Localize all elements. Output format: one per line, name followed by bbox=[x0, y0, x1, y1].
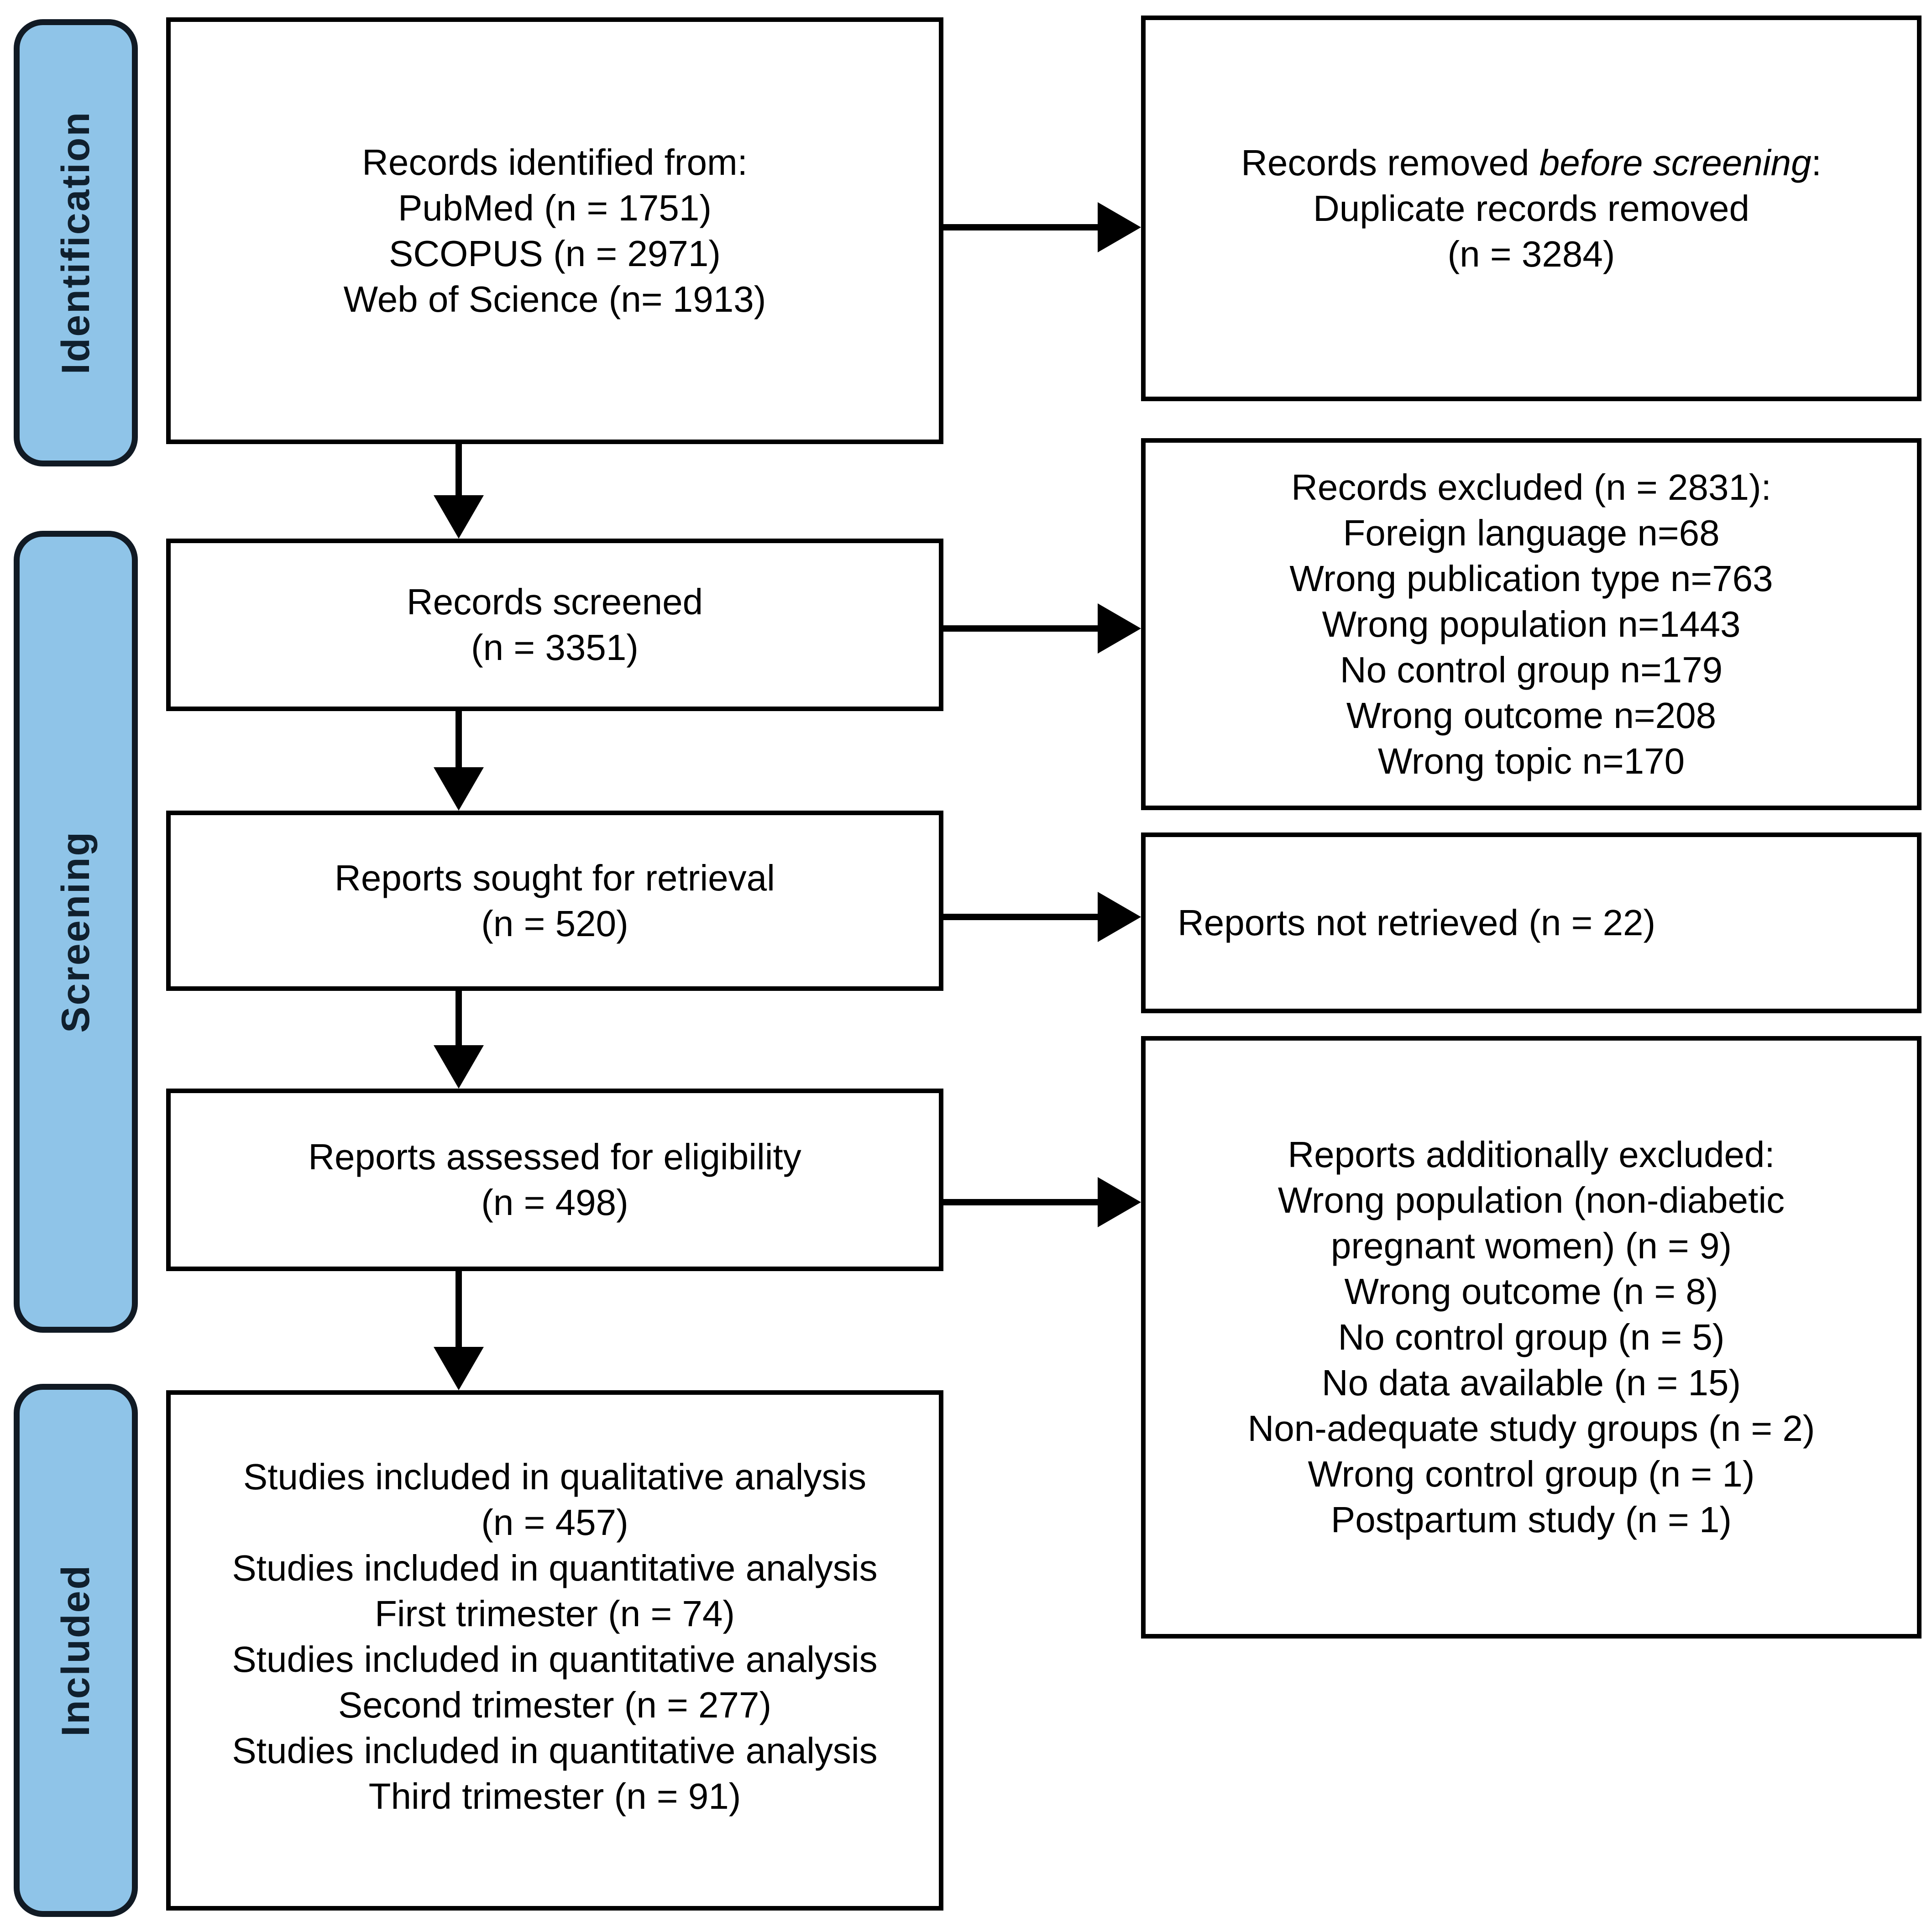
text-line: Records identified from: bbox=[362, 141, 748, 183]
stage-bar-identification: Identification bbox=[14, 19, 138, 466]
box-records-identified-text: Records identified from:PubMed (n = 1751… bbox=[171, 140, 939, 322]
arrow-head-right-icon bbox=[1098, 1177, 1141, 1227]
arrow-head-down-icon bbox=[434, 767, 484, 811]
arrow-identified-to-screened bbox=[434, 444, 484, 539]
arrow-screened-to-sought bbox=[434, 711, 484, 811]
text-line: Foreign language n=68 bbox=[1343, 512, 1720, 553]
box-records-removed-text: Duplicate records removed(n = 3284) bbox=[1146, 186, 1917, 277]
box-reports-additionally-excluded: Reports additionally excluded: Wrong popu… bbox=[1141, 1036, 1922, 1639]
records-removed-title-prefix: Records removed bbox=[1241, 142, 1539, 183]
box-reports-assessed: Reports assessed for eligibility (n = 498… bbox=[166, 1089, 943, 1271]
text-line: Second trimester (n = 277) bbox=[338, 1685, 772, 1725]
stage-bar-included: Included bbox=[14, 1384, 138, 1917]
arrow-shaft bbox=[943, 625, 1098, 632]
arrow-sought-to-assessed bbox=[434, 991, 484, 1089]
text-line: Wrong publication type n=763 bbox=[1289, 558, 1773, 599]
arrow-shaft bbox=[456, 1271, 462, 1347]
text-line: Reports sought for retrieval bbox=[335, 857, 775, 898]
box-records-removed-title: Records removed before screening: bbox=[1146, 140, 1917, 186]
arrow-head-right-icon bbox=[1098, 892, 1141, 942]
box-records-screened: Records screened (n = 3351) bbox=[166, 539, 943, 711]
box-reports-not-retrieved-text: Reports not retrieved (n = 22) bbox=[1178, 900, 1917, 946]
box-records-removed: Records removed before screening: Duplic… bbox=[1141, 16, 1922, 401]
text-line: Reports assessed for eligibility bbox=[308, 1136, 801, 1177]
text-line: (n = 457) bbox=[481, 1502, 628, 1543]
arrow-sought-to-not-retrieved bbox=[943, 892, 1141, 942]
arrow-identified-to-removed bbox=[943, 202, 1141, 252]
box-reports-sought-text: Reports sought for retrieval (n = 520) bbox=[171, 855, 939, 947]
text-line: Postpartum study (n = 1) bbox=[1330, 1499, 1732, 1540]
arrow-shaft bbox=[943, 914, 1098, 920]
text-line: Non-adequate study groups (n = 2) bbox=[1247, 1408, 1815, 1449]
arrow-head-down-icon bbox=[434, 1045, 484, 1089]
text-line: Third trimester (n = 91) bbox=[368, 1776, 741, 1817]
text-line: SCOPUS (n = 2971) bbox=[389, 233, 721, 274]
arrow-shaft bbox=[456, 991, 462, 1045]
text-line: Wrong population n=1443 bbox=[1322, 603, 1741, 644]
arrow-head-right-icon bbox=[1098, 603, 1141, 654]
text-line: Wrong population (non-diabetic bbox=[1278, 1180, 1785, 1220]
box-records-screened-text: Records screened (n = 3351) bbox=[171, 579, 939, 670]
text-line: Reports additionally excluded: bbox=[1288, 1134, 1775, 1175]
arrow-shaft bbox=[456, 444, 462, 495]
box-records-excluded: Records excluded (n = 2831):Foreign lang… bbox=[1141, 438, 1922, 810]
box-studies-included: Studies included in qualitative analysis… bbox=[166, 1390, 943, 1911]
text-line: Reports not retrieved (n = 22) bbox=[1178, 902, 1656, 943]
text-line: Wrong outcome (n = 8) bbox=[1344, 1271, 1718, 1312]
text-line: Records screened bbox=[406, 581, 703, 622]
text-line: Duplicate records removed bbox=[1313, 188, 1749, 229]
stage-label-screening: Screening bbox=[53, 831, 98, 1033]
box-records-excluded-text: Records excluded (n = 2831):Foreign lang… bbox=[1146, 465, 1917, 784]
text-line: No data available (n = 15) bbox=[1321, 1362, 1741, 1403]
text-line: First trimester (n = 74) bbox=[374, 1593, 735, 1634]
arrow-shaft bbox=[456, 711, 462, 767]
text-line: PubMed (n = 1751) bbox=[398, 187, 712, 228]
stage-bar-screening: Screening bbox=[14, 531, 138, 1333]
text-line: Records excluded (n = 2831): bbox=[1291, 466, 1771, 508]
stage-label-included: Included bbox=[53, 1564, 98, 1737]
text-line: Wrong control group (n = 1) bbox=[1308, 1454, 1755, 1494]
box-reports-assessed-text: Reports assessed for eligibility (n = 498… bbox=[171, 1134, 939, 1225]
text-line: Studies included in quantitative analysi… bbox=[232, 1639, 878, 1680]
arrow-shaft bbox=[943, 224, 1098, 230]
text-line: pregnant women) (n = 9) bbox=[1330, 1225, 1732, 1266]
text-line: Web of Science (n= 1913) bbox=[343, 278, 766, 319]
text-line: (n = 498) bbox=[481, 1182, 628, 1223]
records-removed-title-italic: before screening bbox=[1539, 142, 1812, 183]
text-line: Wrong topic n=170 bbox=[1377, 740, 1685, 781]
text-line: (n = 520) bbox=[481, 903, 628, 944]
box-reports-sought: Reports sought for retrieval (n = 520) bbox=[166, 811, 943, 991]
box-records-identified: Records identified from:PubMed (n = 1751… bbox=[166, 17, 943, 444]
stage-label-identification: Identification bbox=[53, 111, 98, 375]
arrow-head-down-icon bbox=[434, 1347, 484, 1390]
box-studies-included-text: Studies included in qualitative analysis… bbox=[171, 1454, 939, 1819]
arrow-assessed-to-included bbox=[434, 1271, 484, 1390]
arrow-head-down-icon bbox=[434, 495, 484, 539]
text-line: Studies included in qualitative analysis bbox=[243, 1456, 867, 1497]
text-line: (n = 3351) bbox=[471, 627, 639, 668]
text-line: No control group (n = 5) bbox=[1338, 1317, 1725, 1357]
box-reports-not-retrieved: Reports not retrieved (n = 22) bbox=[1141, 832, 1922, 1013]
text-line: No control group n=179 bbox=[1340, 649, 1723, 690]
records-removed-title-suffix: : bbox=[1811, 142, 1822, 183]
text-line: (n = 3284) bbox=[1447, 233, 1615, 274]
text-line: Studies included in quantitative analysi… bbox=[232, 1548, 878, 1588]
text-line: Studies included in quantitative analysi… bbox=[232, 1730, 878, 1771]
arrow-screened-to-excluded bbox=[943, 603, 1141, 654]
arrow-shaft bbox=[943, 1199, 1098, 1205]
text-line: Wrong outcome n=208 bbox=[1346, 695, 1717, 736]
arrow-head-right-icon bbox=[1098, 202, 1141, 252]
box-reports-additionally-excluded-text: Reports additionally excluded: Wrong popu… bbox=[1146, 1132, 1917, 1543]
arrow-assessed-to-additionally-excluded bbox=[943, 1177, 1141, 1227]
